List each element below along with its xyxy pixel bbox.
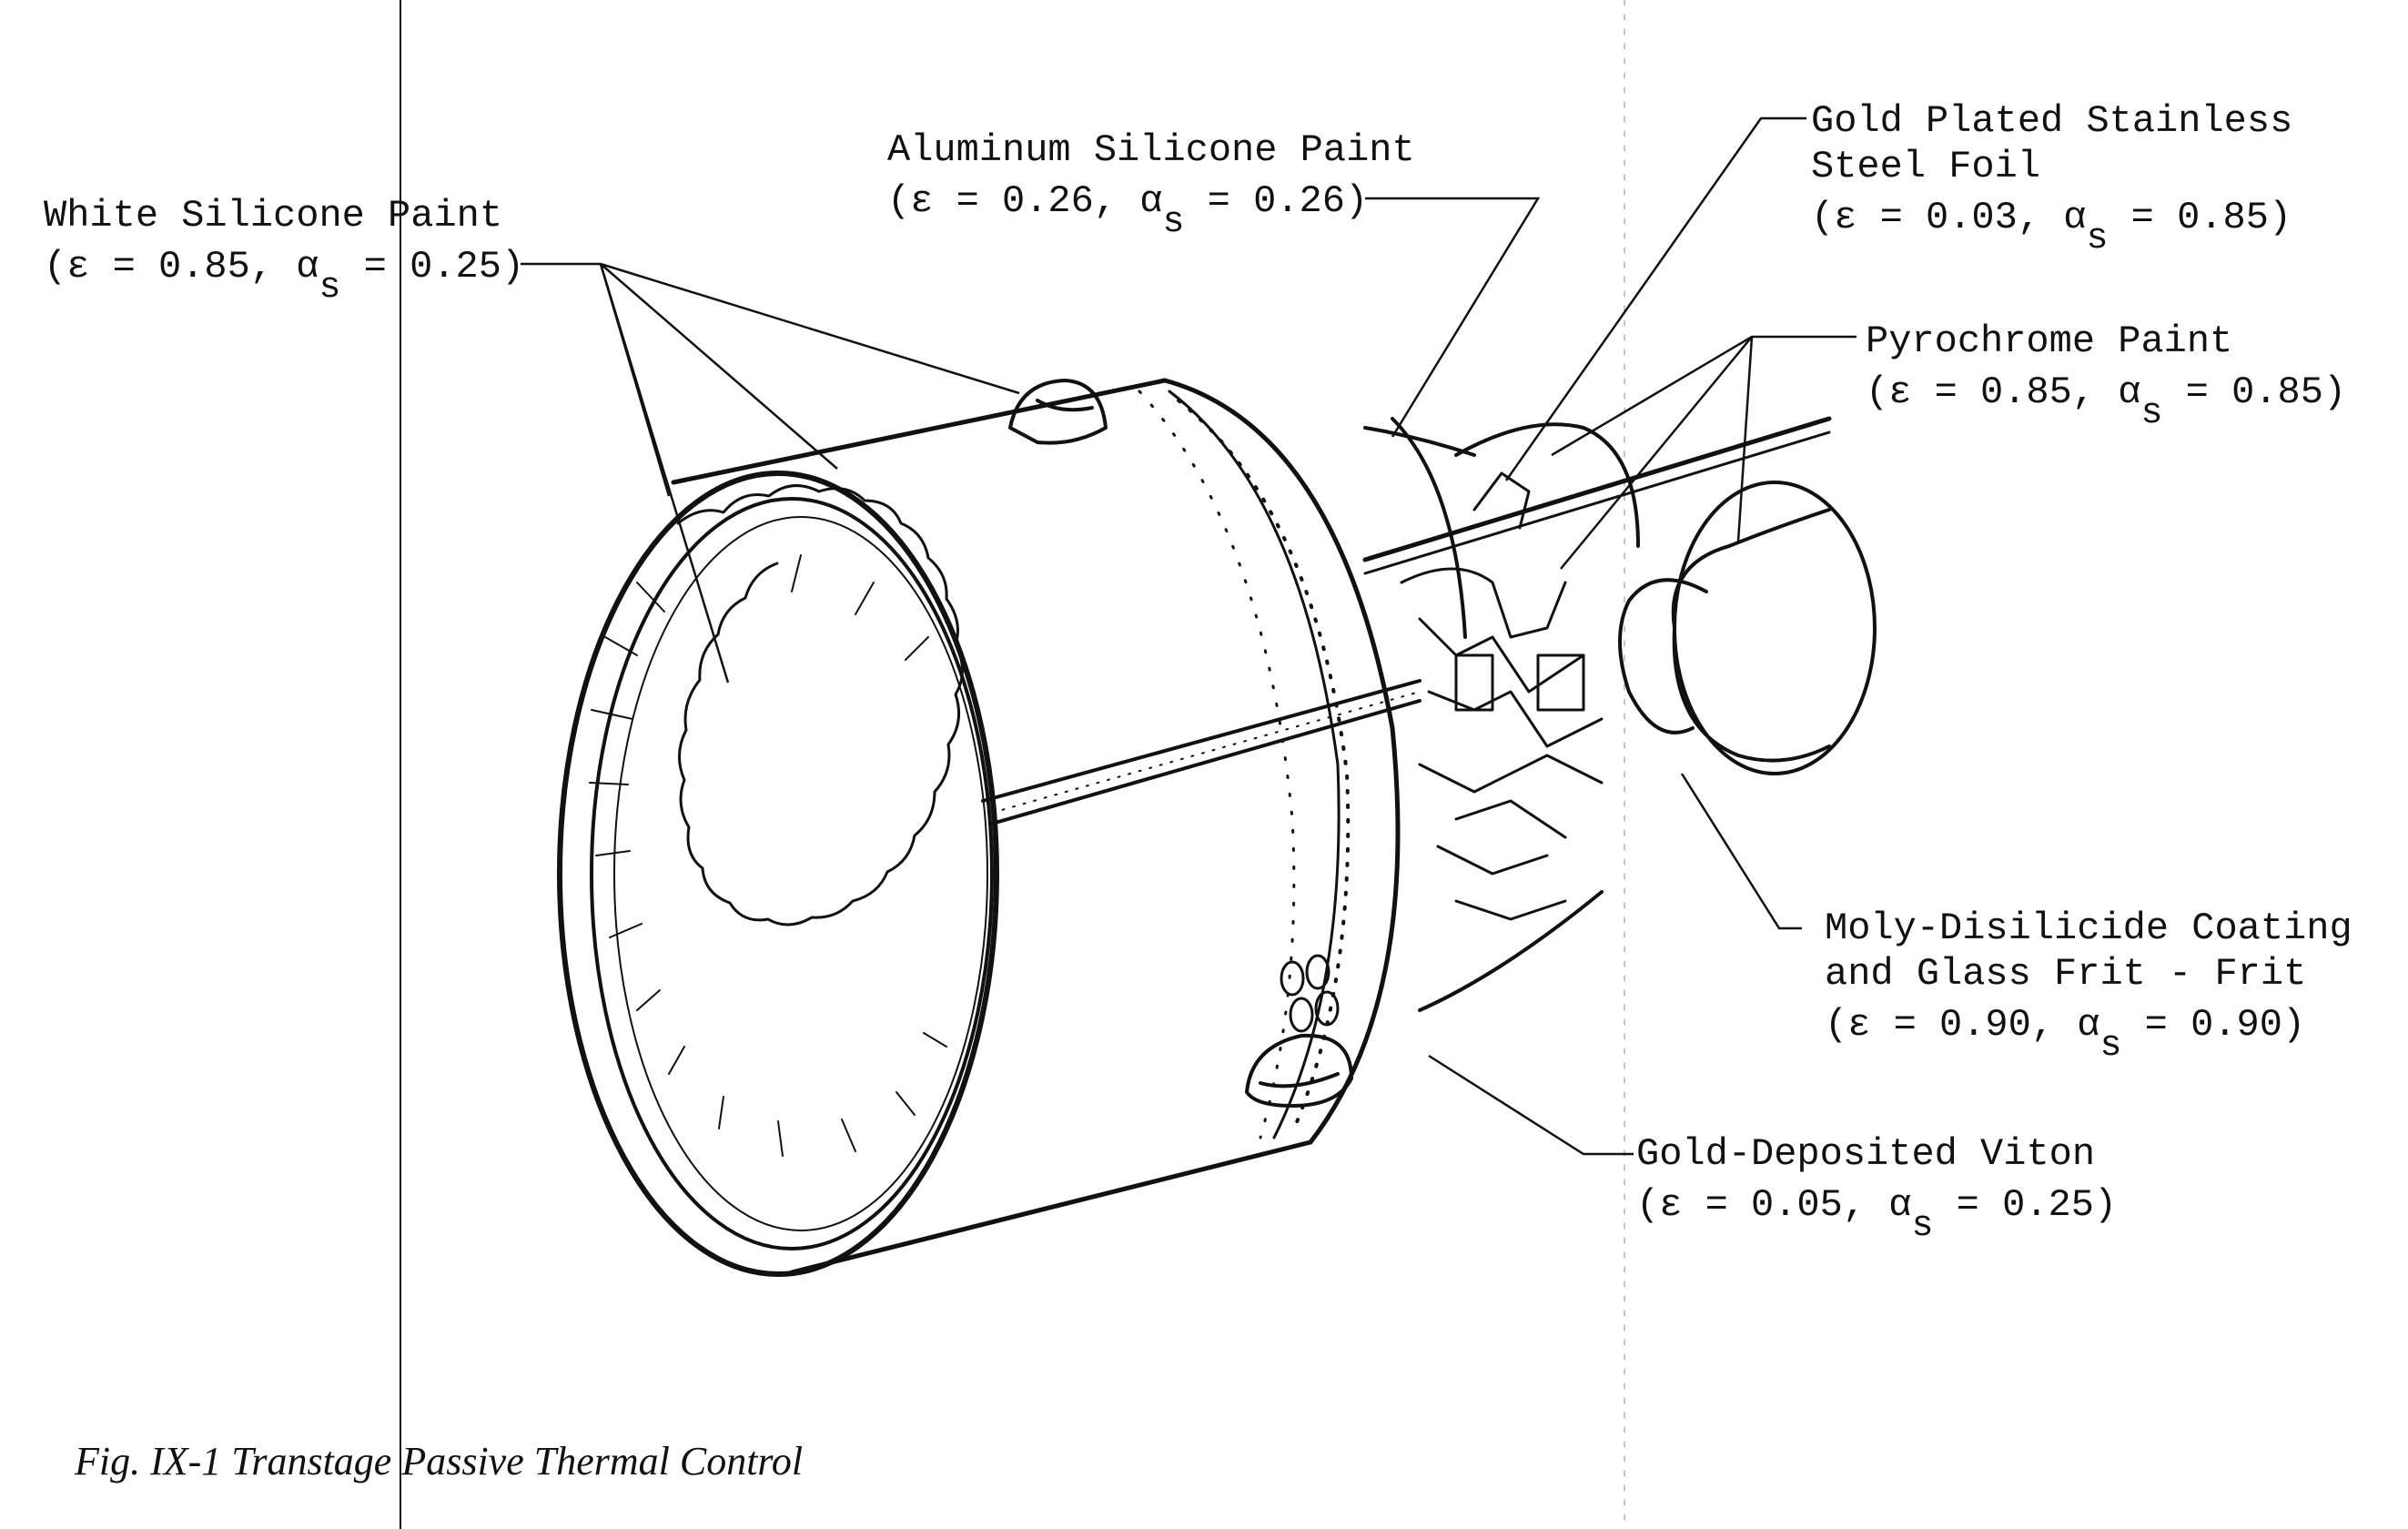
alpha-text: = 0.25) [1933, 1183, 2118, 1227]
leader-aluminum-silicone [1365, 198, 1538, 437]
rivet-seam-2 [1139, 391, 1294, 1138]
label-gold-plated: Gold Plated Stainless Steel Foil (ε = 0.… [1811, 98, 2293, 259]
eps-text: (ε = 0.85, α [44, 245, 319, 289]
label-pyrochrome-props: (ε = 0.85, αs = 0.85) [1866, 364, 2347, 434]
label-gold-viton-props: (ε = 0.05, αs = 0.25) [1636, 1177, 2118, 1247]
leader-gold-viton [1429, 1056, 1634, 1154]
subscript-s: s [2086, 218, 2109, 259]
label-pyrochrome-name: Pyrochrome Paint [1866, 319, 2233, 363]
forward-dome [1365, 419, 1638, 1010]
label-white-silicone-props: (ε = 0.85, αs = 0.25) [44, 238, 525, 309]
ports [1281, 956, 1338, 1031]
alpha-text: = 0.26) [1184, 179, 1369, 223]
alpha-text: = 0.25) [340, 245, 525, 289]
label-white-silicone-name: White Silicone Paint [44, 194, 503, 238]
label-moly-props: (ε = 0.90, αs = 0.90) [1825, 997, 2352, 1067]
stringer [983, 681, 1420, 824]
liner-scallops [678, 486, 963, 925]
label-gold-viton: Gold-Deposited Viton (ε = 0.05, αs = 0.2… [1636, 1131, 2118, 1247]
label-aluminum-silicone-name: Aluminum Silicone Paint [887, 128, 1415, 172]
skirt-body [673, 380, 1398, 1272]
label-white-silicone: White Silicone Paint (ε = 0.85, αs = 0.2… [44, 193, 525, 309]
eps-text: (ε = 0.26, α [887, 179, 1163, 223]
eps-text: (ε = 0.03, α [1811, 196, 2087, 239]
top-fairing [1010, 380, 1106, 443]
subscript-s: s [1162, 202, 1185, 243]
label-moly-name-1: Moly-Disilicide Coating [1825, 906, 2352, 950]
subscript-s: s [2140, 393, 2163, 434]
subscript-s: s [1911, 1206, 1934, 1247]
leader-lines [521, 118, 1857, 1154]
label-pyrochrome: Pyrochrome Paint (ε = 0.85, αs = 0.85) [1866, 319, 2347, 434]
eps-text: (ε = 0.85, α [1866, 370, 2141, 414]
label-gold-plated-props: (ε = 0.03, αs = 0.85) [1811, 189, 2292, 259]
alpha-text: = 0.85) [2162, 370, 2347, 414]
label-moly: Moly-Disilicide Coating and Glass Frit -… [1825, 906, 2352, 1067]
skirt-opening [560, 473, 997, 1274]
liner-rays [590, 555, 946, 1156]
label-aluminum-silicone: Aluminum Silicone Paint (ε = 0.26, αs = … [887, 127, 1415, 243]
subscript-s: s [319, 268, 341, 309]
alpha-text: = 0.90) [2121, 1003, 2306, 1047]
label-aluminum-silicone-props: (ε = 0.26, αs = 0.26) [887, 173, 1415, 243]
subscript-s: s [2099, 1026, 2122, 1067]
figure-caption: Fig. IX-1 Transtage Passive Thermal Cont… [75, 1439, 804, 1483]
label-gold-plated-name-2: Steel Foil [1811, 145, 2041, 188]
alpha-text: = 0.85) [2108, 196, 2292, 239]
engine-nozzle [1620, 482, 1875, 774]
engine-plumbing [1365, 419, 1829, 919]
label-gold-plated-name-1: Gold Plated Stainless [1811, 99, 2293, 143]
leader-gold-plated [1506, 118, 1806, 481]
label-moly-name-2: and Glass Frit - Frit [1825, 952, 2307, 996]
eps-text: (ε = 0.90, α [1825, 1003, 2100, 1047]
eps-text: (ε = 0.05, α [1636, 1183, 1912, 1227]
leader-moly [1682, 774, 1802, 928]
lower-fairing [1247, 1036, 1351, 1106]
label-gold-viton-name: Gold-Deposited Viton [1636, 1132, 2096, 1176]
